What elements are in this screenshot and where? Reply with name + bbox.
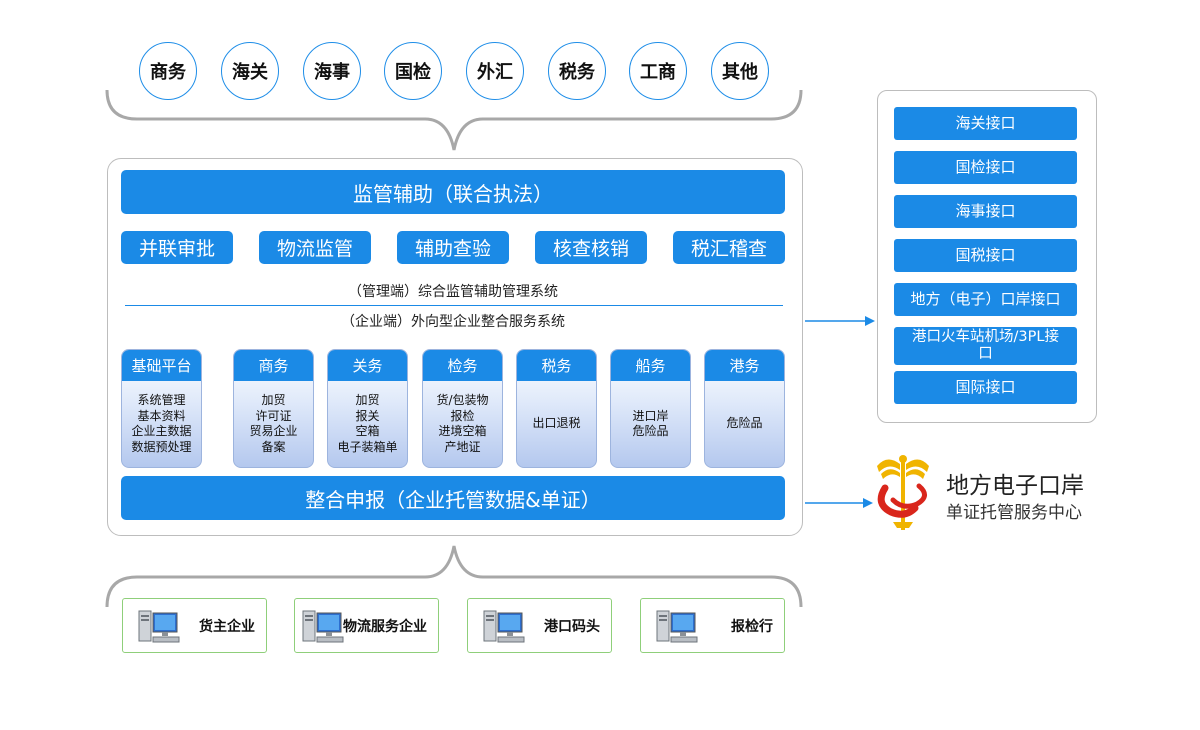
brand-name: 地方电子口岸 bbox=[946, 473, 1084, 499]
supervision-title-bar: 监管辅助（联合执法） bbox=[121, 170, 785, 214]
interface-port-rail-air-3pl: 港口火车站机场/3PL接口 bbox=[894, 327, 1077, 365]
module-title: 船务 bbox=[611, 350, 690, 381]
function-box-assisted-inspection: 辅助查验 bbox=[397, 231, 509, 264]
client-label: 报检行 bbox=[731, 618, 773, 635]
main-panel bbox=[107, 158, 803, 536]
computer-icon bbox=[656, 610, 698, 643]
interface-local-eport: 地方（电子）口岸接口 bbox=[894, 283, 1077, 316]
agency-circle-other: 其他 bbox=[711, 42, 769, 100]
function-label: 并联审批 bbox=[138, 238, 215, 260]
module-item: 贸易企业 bbox=[249, 424, 298, 438]
interface-inspection: 国检接口 bbox=[894, 151, 1077, 184]
computer-icon bbox=[302, 610, 344, 643]
module-shipping-affairs: 船务 进口岸 危险品 bbox=[610, 349, 691, 468]
module-item: 加贸 bbox=[355, 393, 380, 407]
module-item: 空箱 bbox=[355, 424, 380, 438]
interface-state-tax: 国税接口 bbox=[894, 239, 1077, 272]
agency-label: 税务 bbox=[559, 62, 595, 83]
brand-subtitle: 单证托管服务中心 bbox=[946, 503, 1082, 523]
enterprise-system-label: （企业端）外向型企业整合服务系统 bbox=[341, 314, 565, 330]
function-box-logistics-supervision: 物流监管 bbox=[259, 231, 371, 264]
agency-label: 海关 bbox=[232, 62, 268, 83]
agency-circle-customs: 海关 bbox=[221, 42, 279, 100]
computer-icon bbox=[483, 610, 525, 643]
module-item: 进境空箱 bbox=[438, 424, 487, 438]
module-title: 检务 bbox=[423, 350, 502, 381]
module-item: 数据预处理 bbox=[131, 439, 192, 454]
module-item: 企业主数据 bbox=[131, 424, 192, 438]
module-item: 货/包装物 bbox=[436, 393, 489, 407]
client-cargo-owner: 货主企业 bbox=[122, 598, 267, 653]
interface-international: 国际接口 bbox=[894, 371, 1077, 404]
supervision-title: 监管辅助（联合执法） bbox=[353, 181, 553, 206]
client-inspection-agent: 报检行 bbox=[640, 598, 785, 653]
agency-circle-inspection: 国检 bbox=[384, 42, 442, 100]
interface-label: 海事接口 bbox=[955, 202, 1016, 220]
module-item: 电子装箱单 bbox=[337, 439, 398, 454]
module-item: 危险品 bbox=[726, 416, 763, 431]
function-label: 辅助查验 bbox=[414, 238, 491, 260]
eport-logo bbox=[873, 452, 933, 534]
client-port-terminal: 港口码头 bbox=[467, 598, 612, 653]
module-title: 税务 bbox=[517, 350, 596, 381]
agency-label: 海事 bbox=[314, 62, 350, 83]
module-item: 报关 bbox=[355, 408, 380, 423]
function-box-verification: 核查核销 bbox=[535, 231, 647, 264]
module-basic-platform: 基础平台 系统管理 基本资料 企业主数据 数据预处理 bbox=[121, 349, 202, 468]
agency-label: 商务 bbox=[150, 62, 186, 83]
module-title: 商务 bbox=[234, 350, 313, 381]
module-item: 危险品 bbox=[632, 424, 669, 438]
agency-circle-forex: 外汇 bbox=[466, 42, 524, 100]
function-label: 核查核销 bbox=[552, 238, 629, 260]
interface-maritime: 海事接口 bbox=[894, 195, 1077, 228]
declaration-label: 整合申报（企业托管数据&单证） bbox=[305, 487, 601, 512]
interface-label: 国际接口 bbox=[955, 378, 1016, 396]
agency-label: 工商 bbox=[640, 62, 676, 83]
interface-label: 港口火车站机场/3PL接口 bbox=[912, 329, 1059, 362]
client-label: 物流服务企业 bbox=[343, 618, 427, 635]
system-divider bbox=[125, 305, 783, 306]
module-port-affairs: 港务 危险品 bbox=[704, 349, 785, 468]
module-item: 加贸 bbox=[261, 393, 286, 407]
agency-circle-maritime: 海事 bbox=[303, 42, 361, 100]
client-label: 港口码头 bbox=[544, 618, 600, 635]
module-item: 产地证 bbox=[444, 439, 481, 454]
interface-customs: 海关接口 bbox=[894, 107, 1077, 140]
interface-label: 地方（电子）口岸接口 bbox=[910, 290, 1061, 308]
module-inspection-affairs: 检务 货/包装物 报检 进境空箱 产地证 bbox=[422, 349, 503, 468]
module-item: 报检 bbox=[450, 408, 475, 423]
agency-label: 其他 bbox=[722, 62, 758, 83]
agency-circle-industry: 工商 bbox=[629, 42, 687, 100]
top-brace bbox=[105, 89, 803, 151]
function-box-tax-audit: 税汇稽查 bbox=[673, 231, 785, 264]
agency-circle-commerce: 商务 bbox=[139, 42, 197, 100]
module-item: 进口岸 bbox=[632, 408, 669, 423]
module-tax-affairs: 税务 出口退税 bbox=[516, 349, 597, 468]
module-title: 基础平台 bbox=[122, 350, 201, 381]
computer-icon bbox=[138, 610, 180, 643]
agency-circle-tax: 税务 bbox=[548, 42, 606, 100]
agency-label: 国检 bbox=[395, 62, 431, 83]
module-title: 关务 bbox=[328, 350, 407, 381]
function-label: 物流监管 bbox=[276, 238, 353, 260]
module-title: 港务 bbox=[705, 350, 784, 381]
module-commerce: 商务 加贸 许可证 贸易企业 备案 bbox=[233, 349, 314, 468]
interface-label: 海关接口 bbox=[955, 114, 1016, 132]
function-label: 税汇稽查 bbox=[690, 238, 767, 260]
module-item: 系统管理 bbox=[137, 393, 186, 407]
module-item: 许可证 bbox=[255, 408, 292, 423]
module-item: 基本资料 bbox=[137, 408, 186, 423]
caduceus-logo-icon bbox=[877, 455, 929, 530]
function-box-parallel-approval: 并联审批 bbox=[121, 231, 233, 264]
agency-label: 外汇 bbox=[477, 62, 513, 83]
interface-label: 国税接口 bbox=[955, 246, 1016, 264]
management-system-label: （管理端）综合监管辅助管理系统 bbox=[348, 284, 558, 300]
client-label: 货主企业 bbox=[199, 618, 255, 635]
module-customs-affairs: 关务 加贸 报关 空箱 电子装箱单 bbox=[327, 349, 408, 468]
client-logistics-enterprise: 物流服务企业 bbox=[294, 598, 439, 653]
declaration-bar: 整合申报（企业托管数据&单证） bbox=[121, 476, 785, 520]
module-item: 出口退税 bbox=[532, 416, 581, 431]
module-item: 备案 bbox=[261, 439, 286, 454]
interface-label: 国检接口 bbox=[955, 158, 1016, 176]
